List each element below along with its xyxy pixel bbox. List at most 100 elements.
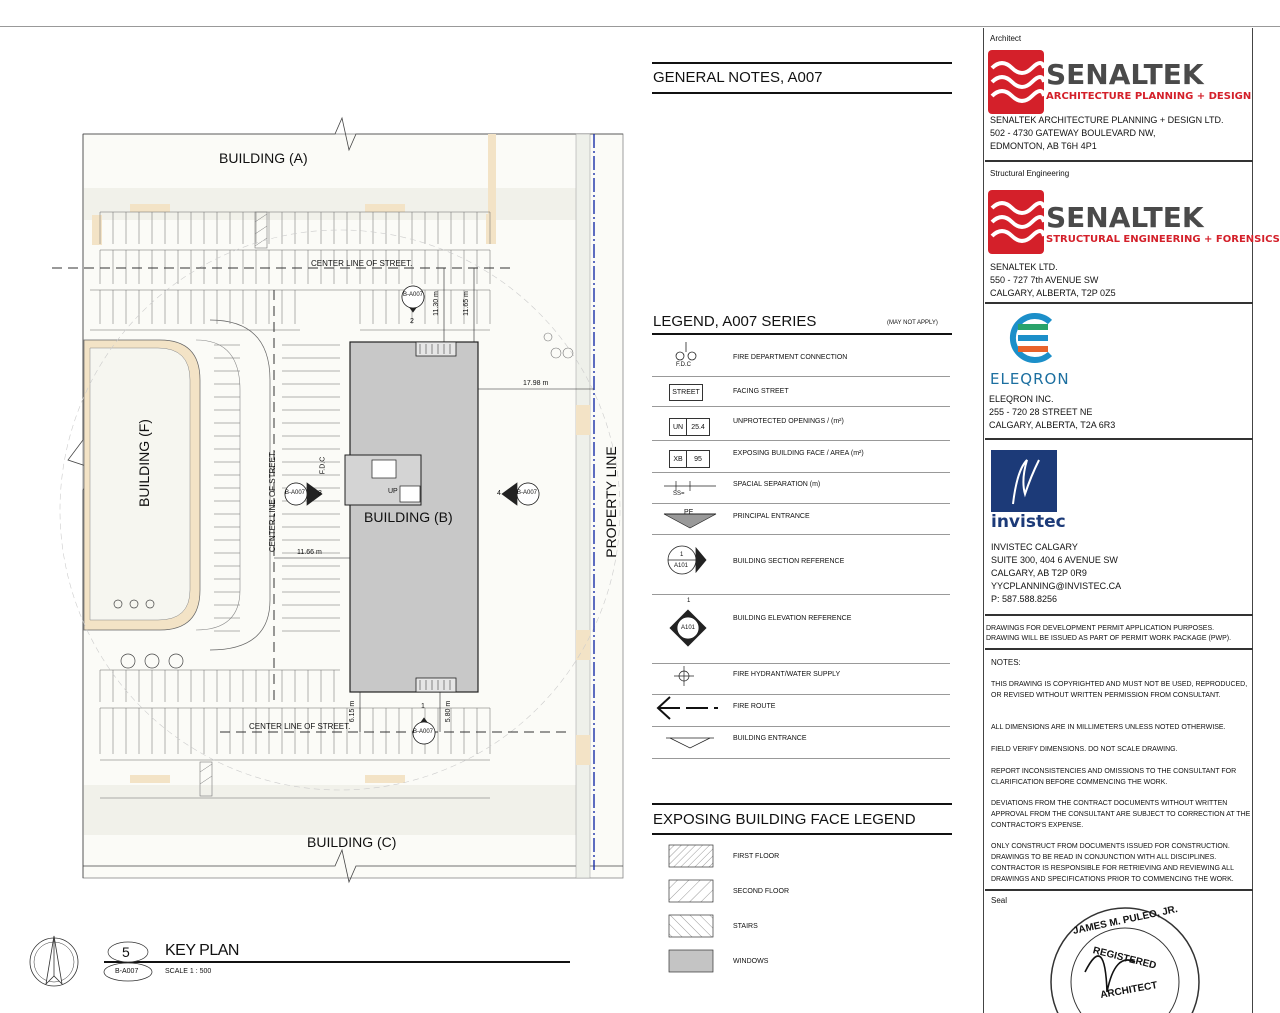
ref-tag-bottom-num: 1	[421, 703, 425, 710]
legend-street-symbol: STREET	[669, 384, 703, 401]
legend-elevation-num: 1	[687, 598, 691, 604]
elevation-reference-icon	[669, 609, 707, 647]
legend-divider	[652, 758, 950, 759]
legend-label: SPACIAL SEPARATION (m)	[733, 481, 821, 488]
building-b-label: BUILDING (B)	[364, 509, 453, 525]
invistec-logo-icon	[991, 450, 1057, 512]
note-item: ONLY CONSTRUCT FROM DOCUMENTS ISSUED FOR…	[991, 843, 1234, 883]
structural-label: Structural Engineering	[990, 169, 1070, 178]
legend-divider	[652, 663, 950, 664]
ref-tag-left-num: 3	[318, 490, 322, 497]
legend-label: FACING STREET	[733, 388, 789, 395]
eleqron-logo-icon	[1009, 313, 1053, 363]
architect-logo-sub: ARCHITECTURE PLANNING + DESIGN	[1046, 91, 1252, 102]
general-notes-title: GENERAL NOTES, A007	[653, 69, 823, 86]
legend-un-value: 25.4	[686, 418, 710, 436]
key-plan-scale: SCALE 1 : 500	[165, 968, 212, 975]
seal-label: Seal	[991, 896, 1008, 905]
dp-notice-line: DRAWING WILL BE ISSUED AS PART OF PERMIT…	[986, 635, 1232, 642]
legend-label: BUILDING ENTRANCE	[733, 735, 807, 742]
note-item: THIS DRAWING IS COPYRIGHTED AND MUST NOT…	[991, 681, 1248, 699]
senaltek-structural-logo-icon	[988, 190, 1044, 254]
title-block-divider	[985, 302, 1253, 304]
legend-divider	[652, 440, 950, 441]
building-c-label: BUILDING (C)	[307, 834, 397, 850]
title-block-divider	[985, 614, 1253, 616]
north-arrow-icon	[29, 935, 79, 987]
exposing-legend-label: FIRST FLOOR	[733, 853, 780, 860]
dim-6-15: 6.15 m	[349, 700, 357, 723]
exposing-legend-label: WINDOWS	[733, 958, 769, 965]
legend-label: FIRE DEPARTMENT CONNECTION	[733, 354, 848, 361]
architect-label: Architect	[990, 34, 1022, 43]
legend-title: LEGEND, A007 SERIES	[653, 313, 817, 330]
dim-11-66: 11.66 m	[297, 549, 322, 556]
structural-address-line: CALGARY, ALBERTA, T2P 0Z5	[990, 288, 1116, 298]
general-notes-bottom-rule	[652, 92, 952, 94]
invistec-address-line: CALGARY, AB T2P 0R9	[991, 568, 1087, 578]
legend-divider	[652, 376, 950, 377]
legend-divider	[652, 503, 950, 504]
dim-11-65: 11.65 m	[462, 291, 470, 316]
exposing-legend-title-rule	[652, 833, 952, 835]
principal-entrance-icon	[663, 513, 717, 529]
fire-hydrant-icon	[674, 666, 694, 686]
exposing-legend-title: EXPOSING BUILDING FACE LEGEND	[653, 811, 916, 828]
property-line-label: PROPERTY LINE	[602, 446, 619, 558]
dim-11-30: 11.30 m	[432, 291, 440, 316]
key-plan-sheet-ref: B-A007	[115, 968, 139, 975]
key-plan-title: KEY PLAN	[165, 942, 239, 959]
ref-tag-right[interactable]: B-A007	[517, 490, 538, 496]
centerline-vertical-label: CENTER LINE OF STREET.	[268, 450, 278, 553]
legend-elevation-sheet: A101	[681, 625, 696, 631]
invistec-email[interactable]: YYCPLANNING@INVISTEC.CA	[991, 581, 1122, 591]
spacial-separation-icon	[664, 481, 716, 491]
legend-label: PRINCIPAL ENTRANCE	[733, 513, 810, 520]
legend-un-symbol: UN	[669, 418, 687, 436]
building-f-label: BUILDING (F)	[135, 419, 152, 507]
structural-address-line: SENALTEK LTD.	[990, 262, 1058, 272]
legend-symbols	[656, 342, 718, 749]
note-item: DEVIATIONS FROM THE CONTRACT DOCUMENTS W…	[991, 800, 1251, 829]
legend-divider	[652, 534, 950, 535]
dim-17-98: 17.98 m	[523, 380, 549, 387]
site-plan	[29, 116, 624, 987]
ref-tag-left[interactable]: B-A007	[285, 490, 306, 496]
architect-logo-word: SENALTEK	[1046, 58, 1204, 91]
note-item: FIELD VERIFY DIMENSIONS. DO NOT SCALE DR…	[991, 746, 1178, 753]
title-block-right-border	[1252, 28, 1253, 1013]
invistec-address-line: SUITE 300, 404 6 AVENUE SW	[991, 555, 1118, 565]
legend-note: (MAY NOT APPLY)	[887, 320, 938, 326]
note-item: REPORT INCONSISTENCIES AND OMISSIONS TO …	[991, 768, 1237, 786]
legend-divider	[652, 694, 950, 695]
legend-label: FIRE ROUTE	[733, 703, 776, 710]
architect-address-line: SENALTEK ARCHITECTURE PLANNING + DESIGN …	[990, 115, 1224, 125]
title-block-divider	[985, 160, 1253, 162]
dp-notice-line: DRAWINGS FOR DEVELOPMENT PERMIT APPLICAT…	[986, 625, 1215, 632]
building-entrance-icon	[666, 737, 714, 749]
legend-pe-symbol: PE	[684, 509, 694, 516]
legend-section-num: 1	[680, 552, 684, 558]
ref-tag-top[interactable]: B-A007	[403, 292, 424, 298]
notes-label: NOTES:	[991, 658, 1021, 667]
legend-divider	[652, 594, 950, 595]
legend-label: BUILDING ELEVATION REFERENCE	[733, 615, 852, 622]
fire-route-arrow-icon	[656, 696, 718, 720]
legend-xb-value: 95	[686, 450, 710, 468]
ref-tag-bottom[interactable]: B-A007	[413, 729, 434, 735]
stair-up-label: UP	[388, 488, 398, 495]
legend-label: EXPOSING BUILDING FACE / AREA (m²)	[733, 450, 864, 457]
legend-divider	[652, 406, 950, 407]
eleqron-logo-word: ELEQRON	[990, 370, 1070, 388]
senaltek-architecture-logo-icon	[988, 50, 1044, 114]
sheet-top-border	[0, 26, 1280, 27]
legend-xb-symbol: XB	[669, 450, 687, 468]
ref-tag-top-num: 2	[410, 318, 414, 325]
ref-tag-right-num: 4	[497, 490, 501, 497]
title-block-divider	[985, 438, 1253, 440]
dim-5-80: 5.80 m	[445, 700, 453, 723]
invistec-address-line: INVISTEC CALGARY	[991, 542, 1078, 552]
general-notes-top-rule	[652, 62, 952, 64]
eleqron-address-line: 255 - 720 28 STREET NE	[989, 407, 1093, 417]
note-item: ALL DIMENSIONS ARE IN MILLIMETERS UNLESS…	[991, 724, 1226, 731]
